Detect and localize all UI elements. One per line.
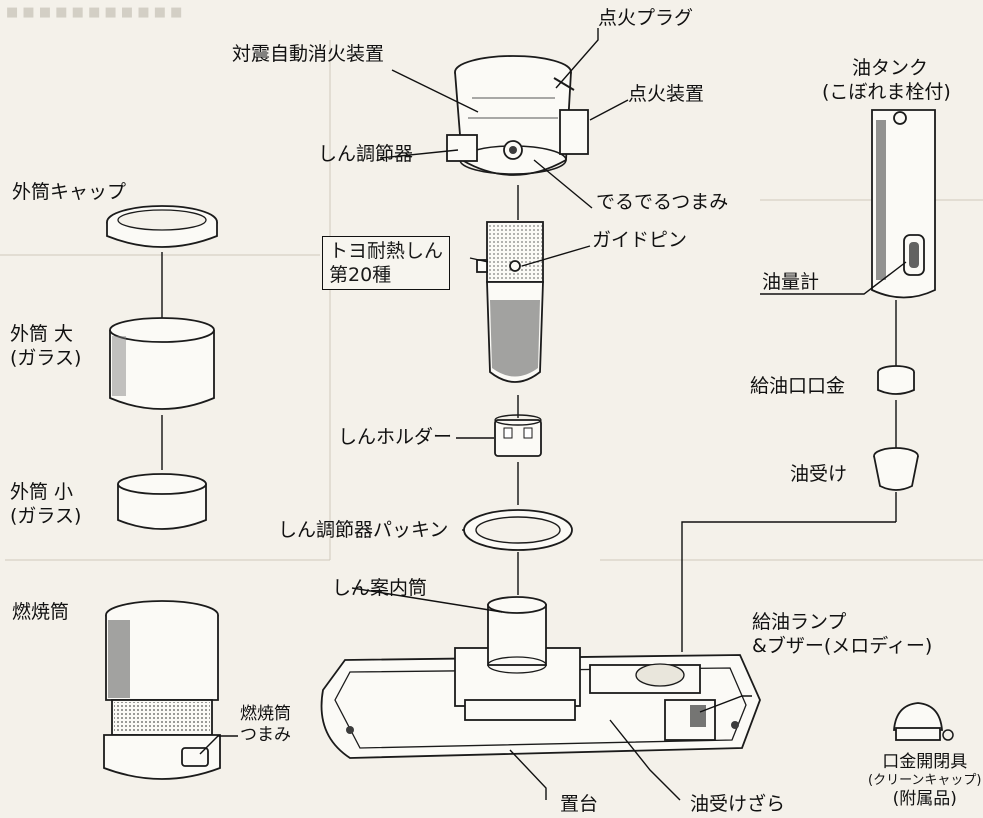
outer-cap-part [106,205,218,248]
label-combustion-knob-line2: つまみ [240,725,291,745]
burner-assembly [446,55,589,176]
packing-ring-part [463,509,573,551]
bleed-through-text: ■ ■ ■ ■ ■ ■ ■ ■ ■ ■ ■ [6,5,183,20]
combustion-tube-part [103,600,221,780]
label-outer-cap: 外筒キャップ [12,181,127,203]
label-cap-opener-line2: (クリーンキャップ) [868,773,982,788]
oil-tank-part [871,109,936,299]
label-cap-opener-line3: (附属品) [892,789,957,809]
label-fuel-lamp: 給油ランプ &ブザー(メロディー) [752,610,932,658]
label-fuel-lamp-line2: &ブザー(メロディー) [752,635,933,657]
base-assembly [320,596,761,759]
label-cap-opener: 口金開閉具 (クリーンキャップ) (附属品) [868,752,982,810]
label-wick-type-box: トヨ耐熱しん 第20種 [322,236,451,290]
leader-lines [199,28,907,801]
label-outer-large: 外筒 大 (ガラス) [10,322,81,370]
label-guide-pin: ガイドピン [592,229,688,251]
label-fill-cap: 給油口口金 [750,375,846,397]
wick-part [476,221,544,383]
label-outer-small: 外筒 小 (ガラス) [10,480,81,528]
label-wick-type-line1: トヨ耐熱しん [329,240,444,262]
assembly-axes [161,185,897,652]
label-combustion-tube: 燃焼筒 [12,601,70,623]
label-oil-tank: 油タンク (こぼれま栓付) [822,56,951,104]
label-oil-tray: 油受けざら [690,793,786,815]
fill-cap-part [877,365,915,395]
label-wick-guide: しん案内筒 [332,577,428,599]
label-oil-gauge: 油量計 [762,271,820,293]
label-base: 置台 [560,793,599,815]
label-wick-holder: しんホルダー [338,426,453,448]
label-cap-opener-line1: 口金開閉具 [882,752,968,772]
label-combustion-knob: 燃焼筒 つまみ [240,704,291,746]
oil-receiver-part [873,447,919,491]
label-igniter: 点火装置 [628,83,705,105]
label-wick-type-line2: 第20種 [329,264,392,286]
label-outer-large-line2: (ガラス) [10,347,82,369]
label-fuel-lamp-line1: 給油ランプ [752,611,847,633]
label-oil-receiver: 油受け [790,463,848,485]
outer-large-glass-part [109,317,215,410]
label-outer-small-line2: (ガラス) [10,505,82,527]
outer-small-glass-part [117,473,207,530]
label-outer-large-line1: 外筒 大 [10,323,74,345]
label-deru-knob: でるでるつまみ [596,191,729,213]
label-oil-tank-line1: 油タンク [852,57,929,79]
label-adjuster-packing: しん調節器パッキン [278,519,449,541]
wick-holder-part [494,414,542,457]
label-combustion-knob-line1: 燃焼筒 [240,704,291,724]
label-seismic-extinguisher: 対震自動消火装置 [232,43,385,65]
label-oil-tank-line2: (こぼれま栓付) [822,81,951,103]
label-outer-small-line1: 外筒 小 [10,481,74,503]
label-wick-adjuster: しん調節器 [318,143,414,165]
label-ignition-plug: 点火プラグ [598,7,694,29]
cap-opener-part [893,702,954,741]
